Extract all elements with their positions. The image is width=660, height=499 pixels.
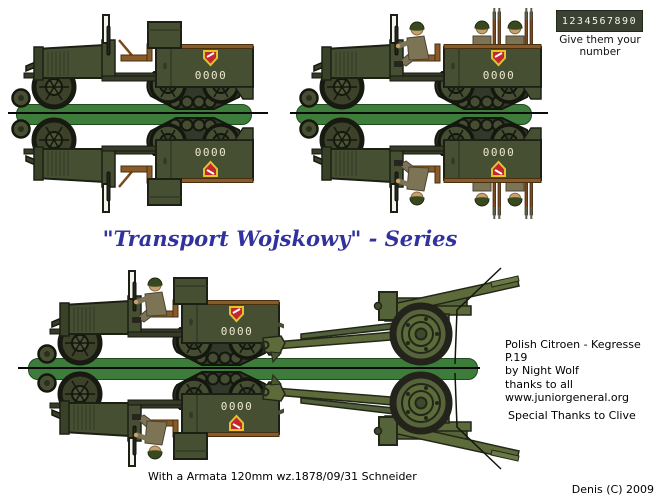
fold-line [18,367,480,369]
credits-line: www.juniorgeneral.org [505,390,629,404]
field-gun-figure-mirror [245,369,535,479]
crewed-half-track-illustration [296,115,546,225]
series-title: "Transport Wojskowy" - Series [102,226,458,251]
number-strip-caption: Give them your number [559,34,641,58]
crewed-half-track-figure-front [296,2,546,112]
half-track-illustration [8,2,258,112]
field-gun-illustration [245,258,535,368]
credits-line: Polish Citroen - Kegresse P.19 [505,338,641,365]
credits-block: Polish Citroen - Kegresse P.19 by Night … [505,338,655,422]
half-track-figure-mirror [8,115,258,225]
number-strip-digits: 1234567890 [561,15,638,27]
number-strip-box: 1234567890 [556,10,643,32]
credits-line: thanks to all [505,377,573,391]
crewed-half-track-illustration [296,2,546,112]
credits-line: Special Thanks to Clive [508,409,636,423]
gun-caption: With a Armata 120mm wz.1878/09/31 Schnei… [148,470,417,483]
credits-line: by Night Wolf [505,364,579,378]
crewed-half-track-figure-mirror [296,115,546,225]
half-track-figure-front [8,2,258,112]
fold-line [290,112,548,114]
copyright-text: Denis (C) 2009 [571,483,654,496]
fold-line [8,112,268,114]
field-gun-figure-front [245,258,535,368]
field-gun-illustration [245,369,535,479]
half-track-illustration [8,115,258,225]
